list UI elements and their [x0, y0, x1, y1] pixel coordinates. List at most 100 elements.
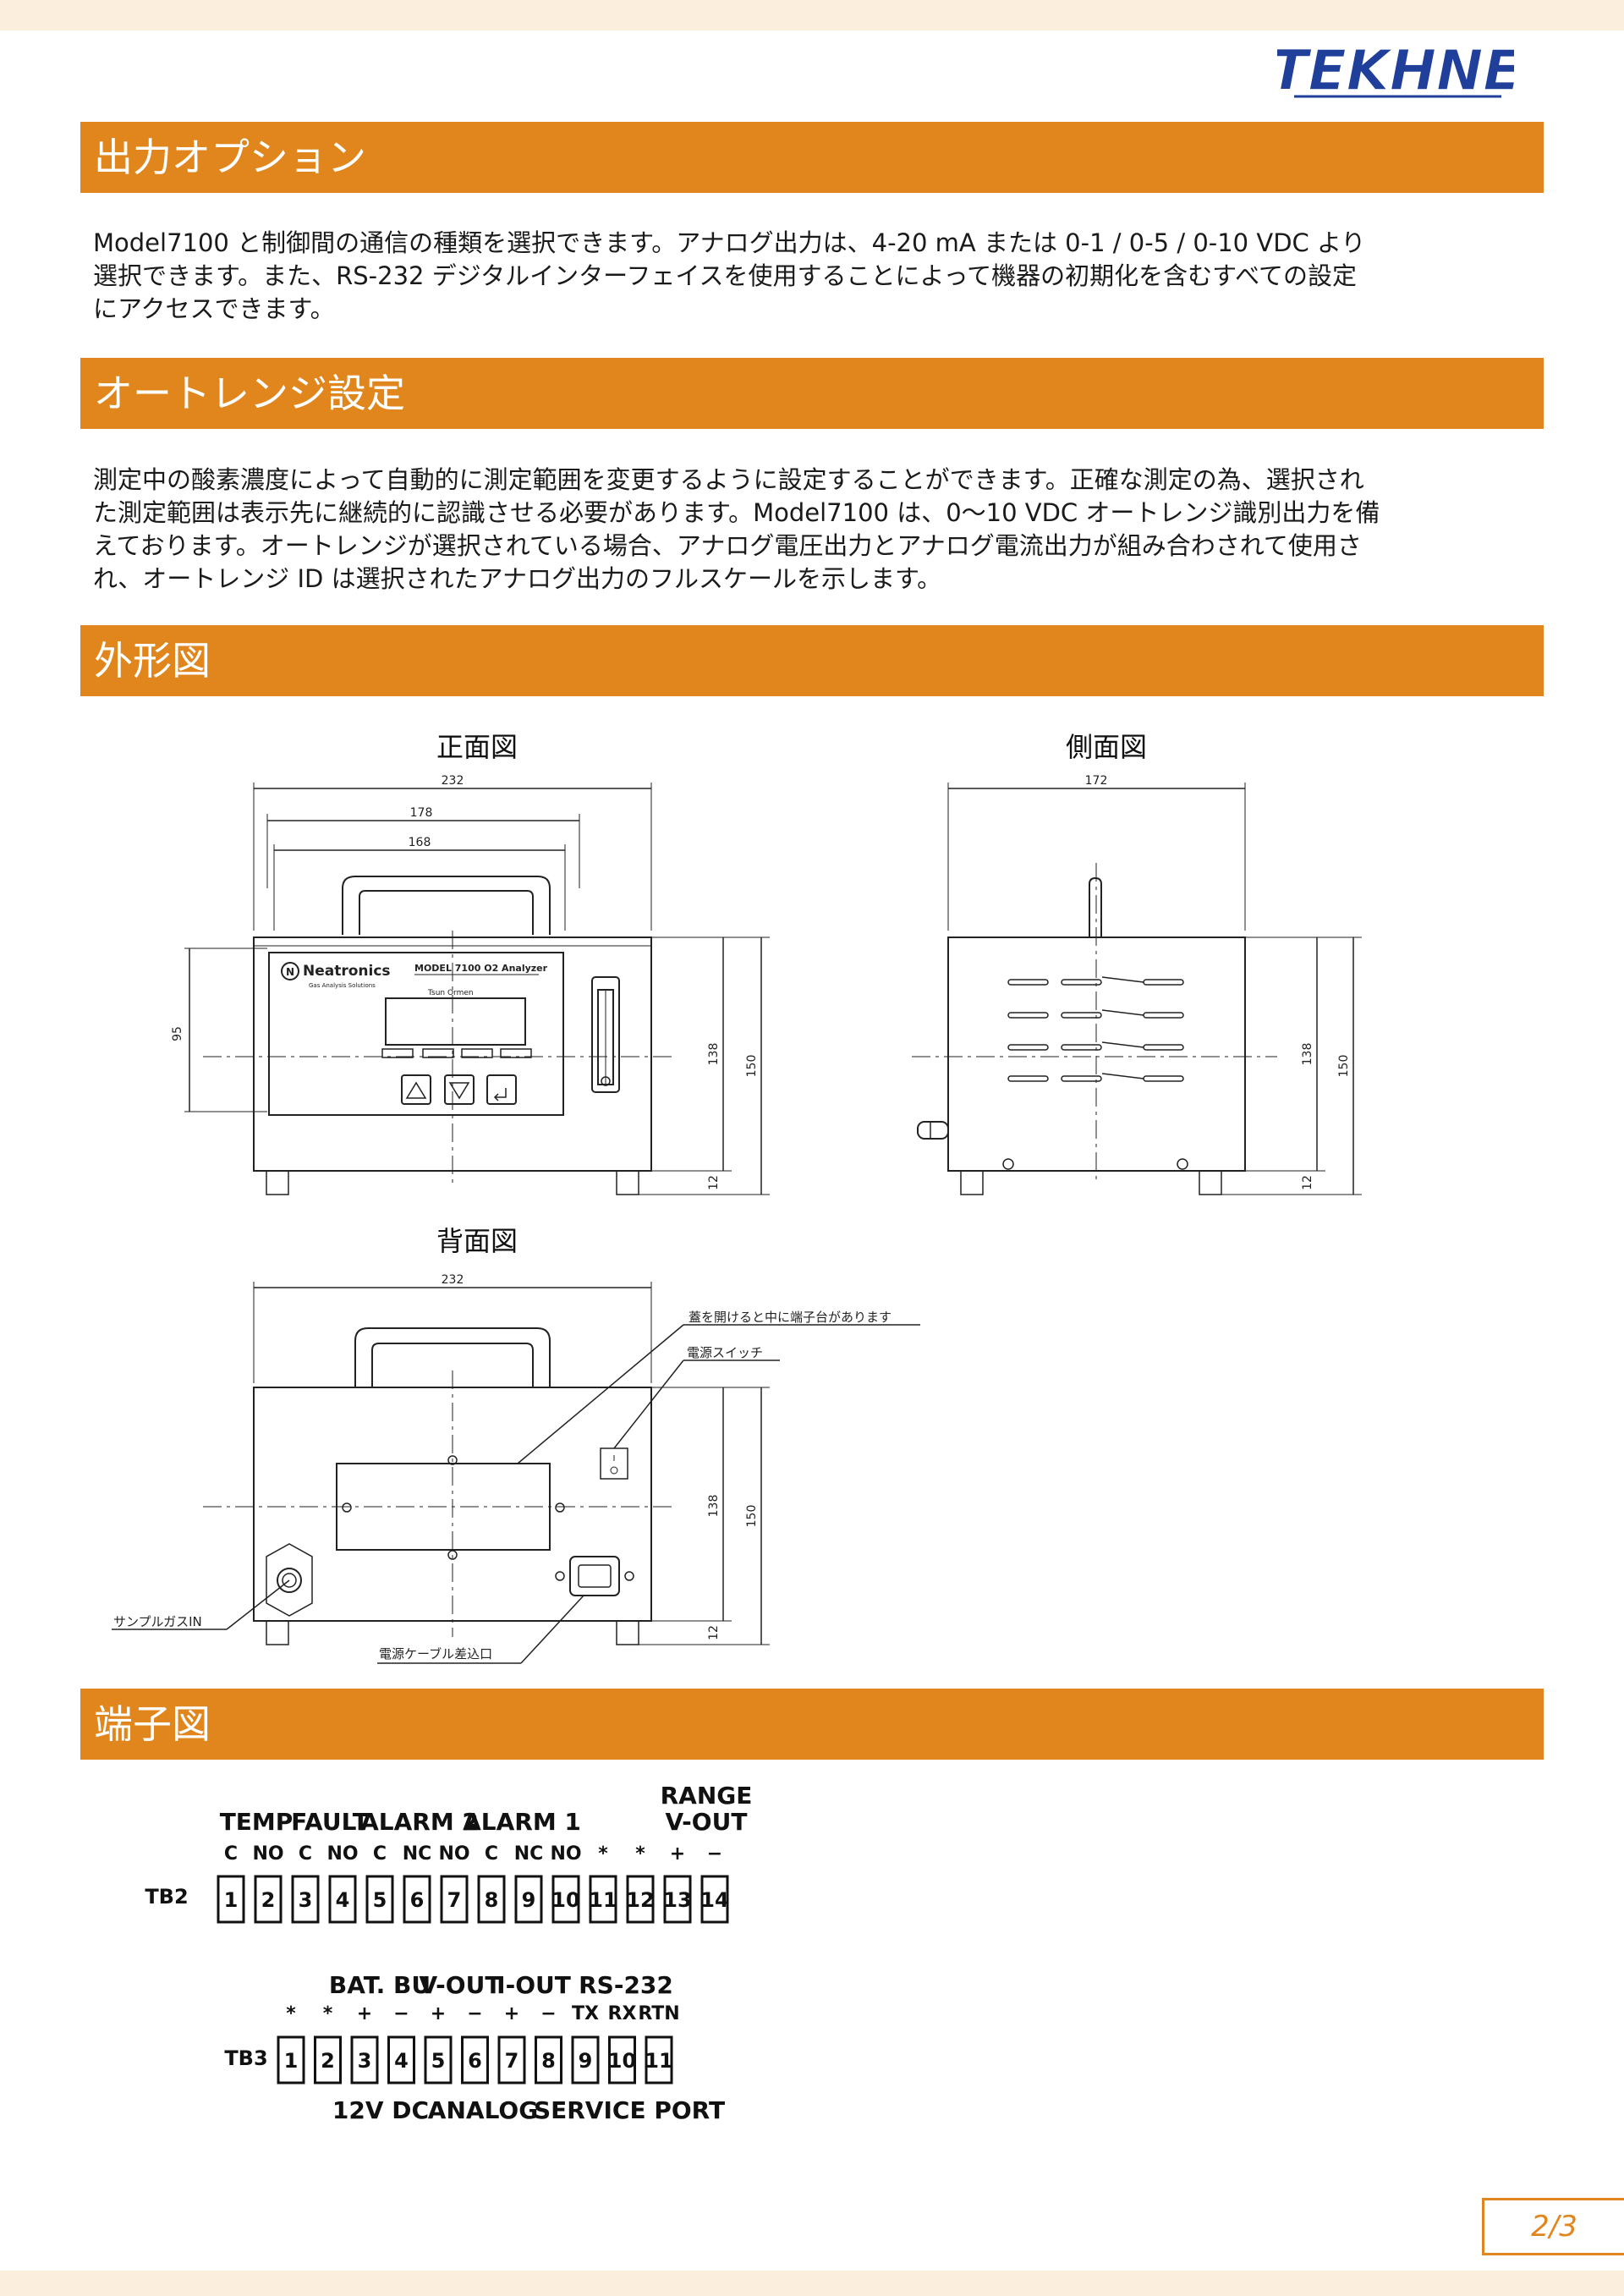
top-band: [0, 0, 1624, 30]
tb3-terminal-number: 1: [284, 2049, 299, 2073]
svg-text:Neatronics: Neatronics: [303, 963, 391, 980]
tb3-terminal-number: 3: [358, 2049, 372, 2073]
svg-text:SERVICE PORT: SERVICE PORT: [534, 2096, 725, 2124]
svg-text:12: 12: [1301, 1175, 1314, 1190]
svg-text:I-OUT: I-OUT: [497, 1971, 571, 1999]
front-view-title: 正面図: [436, 731, 518, 763]
tb2-pin-label: C: [485, 1843, 498, 1865]
text-line: れ、オートレンジ ID は選択されたアナログ出力のフルスケールを示します。: [93, 564, 942, 593]
tb3-pin-label: RX: [608, 2003, 637, 2024]
tb2-pin-label: NO: [326, 1843, 358, 1865]
svg-text:Tsun Ormen: Tsun Ormen: [427, 989, 474, 997]
tb2-terminal-number: 14: [700, 1888, 728, 1912]
tb2-terminal-box: [626, 1875, 655, 1924]
tb3-terminal-number: 11: [645, 2049, 672, 2073]
text-line: Model7100 と制御間の通信の種類を選択できます。アナログ出力は、4-20…: [93, 228, 1366, 257]
tb3-terminal-number: 10: [608, 2049, 636, 2073]
tb3-terminal-box: [350, 2035, 379, 2085]
tb2-terminal-box: [217, 1875, 245, 1924]
tb3-terminal-box: [535, 2035, 562, 2085]
tb3-terminal-box: [608, 2035, 636, 2085]
tb2-pin-label: C: [299, 1843, 312, 1865]
tb3-terminal-number: 9: [579, 2049, 593, 2073]
tb3-terminal-number: 8: [541, 2049, 556, 2073]
text-line: た測定範囲は表示先に継続的に認識させる必要があります。Model7100 は、0…: [93, 498, 1380, 527]
tb2-terminal-number: 11: [589, 1888, 617, 1912]
svg-text:BAT. BU: BAT. BU: [329, 1971, 431, 1999]
tb2-pin-label: *: [598, 1843, 608, 1865]
svg-text:150: 150: [745, 1055, 759, 1078]
tb3-terminal-box: [424, 2035, 453, 2085]
tb2-pin-label: *: [635, 1843, 645, 1865]
tb3-terminal-box: [571, 2035, 600, 2085]
svg-text:ALARM 2: ALARM 2: [360, 1808, 479, 1836]
svg-text:MODEL 7100 O2 Analyzer: MODEL 7100 O2 Analyzer: [414, 963, 548, 974]
tb2-pin-label: −: [707, 1843, 722, 1865]
tb3-terminal-box: [277, 2035, 305, 2085]
section-title: 外形図: [94, 638, 211, 684]
front-view: 232 178 168 N Neatronics Gas Analysis So…: [171, 774, 770, 1195]
svg-text:232: 232: [442, 774, 464, 788]
svg-text:RANGE: RANGE: [661, 1782, 753, 1810]
back-view: 232 I 138 150: [112, 1273, 920, 1664]
tb3-terminal-number: 6: [468, 2049, 482, 2073]
section-title: 出力オプション: [94, 135, 366, 180]
section-autorange: オートレンジ設定: [80, 358, 1544, 429]
tb2-terminal-number: 10: [551, 1888, 579, 1912]
page-number: 2/3: [1482, 2198, 1624, 2255]
tb2-pin-label: NC: [514, 1843, 544, 1865]
svg-text:168: 168: [409, 836, 431, 849]
tb2-terminal-box: [291, 1875, 320, 1924]
svg-text:サンプルガスIN: サンプルガスIN: [113, 1614, 202, 1629]
text-line: にアクセスできます。: [93, 294, 335, 323]
tb3-pin-label: −: [540, 2003, 556, 2024]
tb2-pin-label: NC: [403, 1843, 432, 1865]
tb2-terminal-number: 6: [410, 1888, 425, 1912]
tb3-pin-label: +: [357, 2003, 372, 2024]
svg-text:12: 12: [707, 1625, 721, 1640]
tb2-terminal-number: 4: [336, 1888, 350, 1912]
svg-text:TB2: TB2: [145, 1885, 188, 1909]
text-line: 選択できます。また、RS-232 デジタルインターフェイスを使用することによって…: [93, 261, 1357, 290]
tb2-terminal-number: 1: [224, 1888, 239, 1912]
side-view: 172: [912, 774, 1362, 1195]
tb2-terminal-box: [663, 1875, 692, 1924]
tb2-pin-label: NO: [252, 1843, 283, 1865]
section-terminal-diagram: 端子図: [80, 1689, 1544, 1760]
tb3-terminal-number: 4: [394, 2049, 409, 2073]
tb2-terminal-box: [514, 1875, 543, 1924]
tb2-terminal-box: [254, 1875, 283, 1924]
svg-text:電源ケーブル差込口: 電源ケーブル差込口: [379, 1646, 492, 1662]
tb3-pin-label: +: [504, 2003, 519, 2024]
svg-text:172: 172: [1085, 774, 1108, 788]
tb3-terminal-box: [461, 2035, 489, 2085]
svg-text:ANALOG: ANALOG: [428, 2096, 538, 2124]
tb2-terminal-number: 3: [299, 1888, 313, 1912]
svg-text:12V DC: 12V DC: [332, 2096, 429, 2124]
svg-text:95: 95: [171, 1026, 184, 1041]
tb2-terminal-box: [589, 1875, 617, 1924]
tb3-terminal-number: 2: [321, 2049, 335, 2073]
svg-text:138: 138: [1301, 1043, 1314, 1066]
tb3-terminal-box: [387, 2035, 415, 2085]
tb2-terminal-box: [440, 1875, 469, 1924]
svg-text:V-OUT: V-OUT: [420, 1971, 502, 1999]
svg-text:138: 138: [707, 1495, 721, 1518]
text-line: えております。オートレンジが選択されている場合、アナログ電圧出力とアナログ電流出…: [93, 531, 1362, 560]
tb2-pin-label: C: [224, 1843, 238, 1865]
terminal-diagram: TEMP FAULT ALARM 2 ALARM 1 RANGE V-OUT T…: [145, 1782, 753, 2124]
tb2-terminal-number: 13: [663, 1888, 691, 1912]
svg-text:12: 12: [707, 1175, 721, 1190]
tb2-terminal-number: 5: [373, 1888, 387, 1912]
tb2-terminal-number: 9: [522, 1888, 536, 1912]
svg-text:N: N: [286, 966, 294, 978]
side-view-title: 側面図: [1066, 731, 1148, 763]
tb2-pin-label: C: [373, 1843, 387, 1865]
section-output-options: 出力オプション: [80, 122, 1544, 193]
tb3-block: BAT. BU V-OUT I-OUT RS-232 TB3 12V DC AN…: [224, 1971, 725, 2124]
tb2-terminal-number: 2: [261, 1888, 276, 1912]
svg-text:FAULT: FAULT: [291, 1808, 369, 1836]
tb2-pin-label: NO: [438, 1843, 469, 1865]
tb2-terminal-box: [551, 1875, 580, 1924]
text-line: 測定中の酸素濃度によって自動的に測定範囲を変更するように設定することができます。…: [93, 465, 1364, 494]
